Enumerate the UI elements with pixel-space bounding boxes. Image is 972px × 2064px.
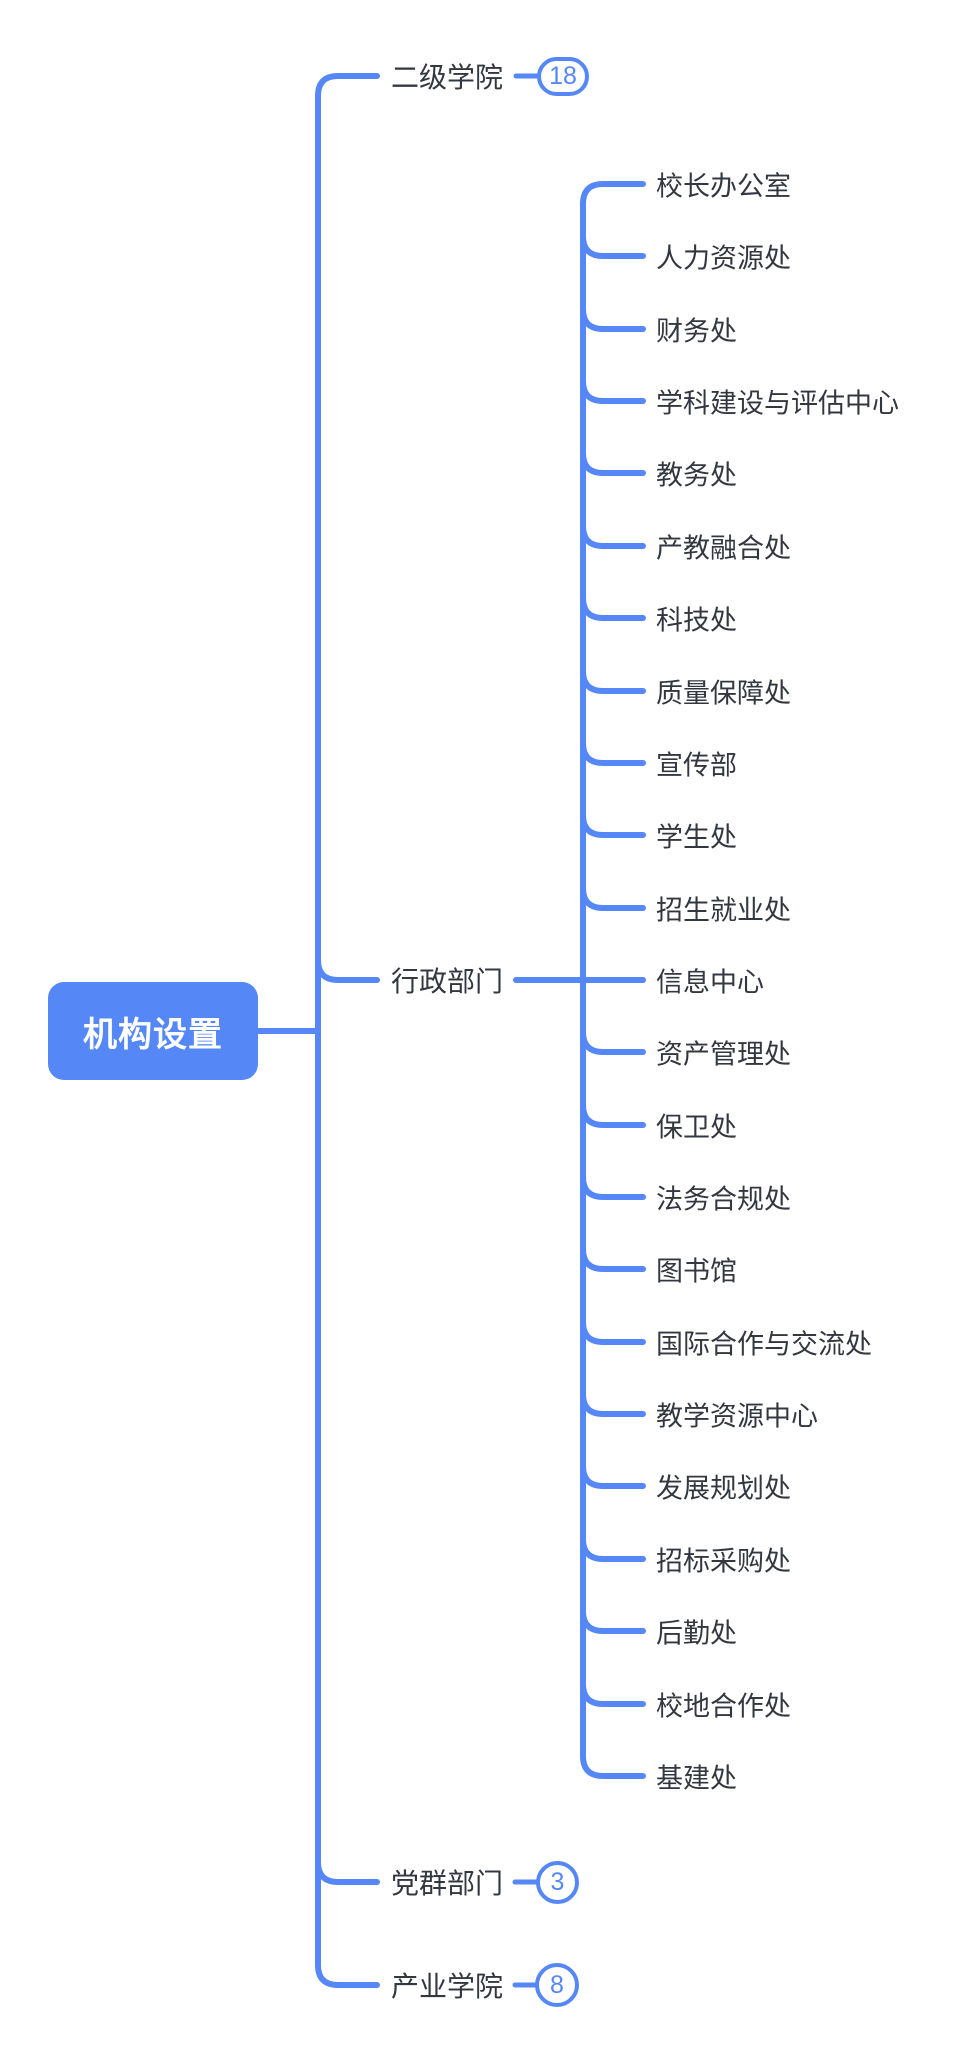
- child-node-label[interactable]: 国际合作与交流处: [656, 1329, 872, 1360]
- collapsed-count-badge-industry-colleges[interactable]: 8: [535, 1963, 579, 2007]
- child-node-label[interactable]: 校长办公室: [656, 171, 791, 202]
- child-node-label[interactable]: 教务处: [656, 460, 737, 491]
- branch-administrative-departments[interactable]: 行政部门: [391, 966, 504, 997]
- child-node-label[interactable]: 基建处: [656, 1763, 737, 1794]
- child-node-label[interactable]: 发展规划处: [656, 1473, 791, 1504]
- root-node[interactable]: 机构设置: [48, 982, 258, 1080]
- branch-secondary-colleges[interactable]: 二级学院: [391, 62, 504, 93]
- child-node-label[interactable]: 学科建设与评估中心: [656, 388, 899, 419]
- branch-party-mass-departments[interactable]: 党群部门: [391, 1868, 504, 1899]
- child-node-label[interactable]: 图书馆: [656, 1256, 737, 1287]
- child-node-label[interactable]: 后勤处: [656, 1618, 737, 1649]
- child-node-label[interactable]: 质量保障处: [656, 678, 791, 709]
- child-node-label[interactable]: 人力资源处: [656, 243, 791, 274]
- child-node-label[interactable]: 招生就业处: [656, 895, 791, 926]
- child-node-label[interactable]: 法务合规处: [656, 1184, 791, 1215]
- child-node-label[interactable]: 财务处: [656, 316, 737, 347]
- collapsed-count-badge-secondary-colleges[interactable]: 18: [537, 57, 589, 96]
- child-node-label[interactable]: 学生处: [656, 822, 737, 853]
- child-node-label[interactable]: 产教融合处: [656, 533, 791, 564]
- collapsed-count-badge-party-mass-departments[interactable]: 3: [536, 1861, 579, 1904]
- branch-industry-colleges[interactable]: 产业学院: [391, 1971, 504, 2002]
- child-node-label[interactable]: 资产管理处: [656, 1039, 791, 1070]
- child-node-label[interactable]: 宣传部: [656, 750, 737, 781]
- child-node-label[interactable]: 教学资源中心: [656, 1401, 818, 1432]
- root-node-label: 机构设置: [83, 1015, 223, 1054]
- child-node-label[interactable]: 招标采购处: [656, 1546, 791, 1577]
- child-node-label[interactable]: 科技处: [656, 605, 737, 636]
- child-node-label[interactable]: 保卫处: [656, 1112, 737, 1143]
- child-node-label[interactable]: 信息中心: [656, 967, 764, 998]
- child-node-label[interactable]: 校地合作处: [656, 1691, 791, 1722]
